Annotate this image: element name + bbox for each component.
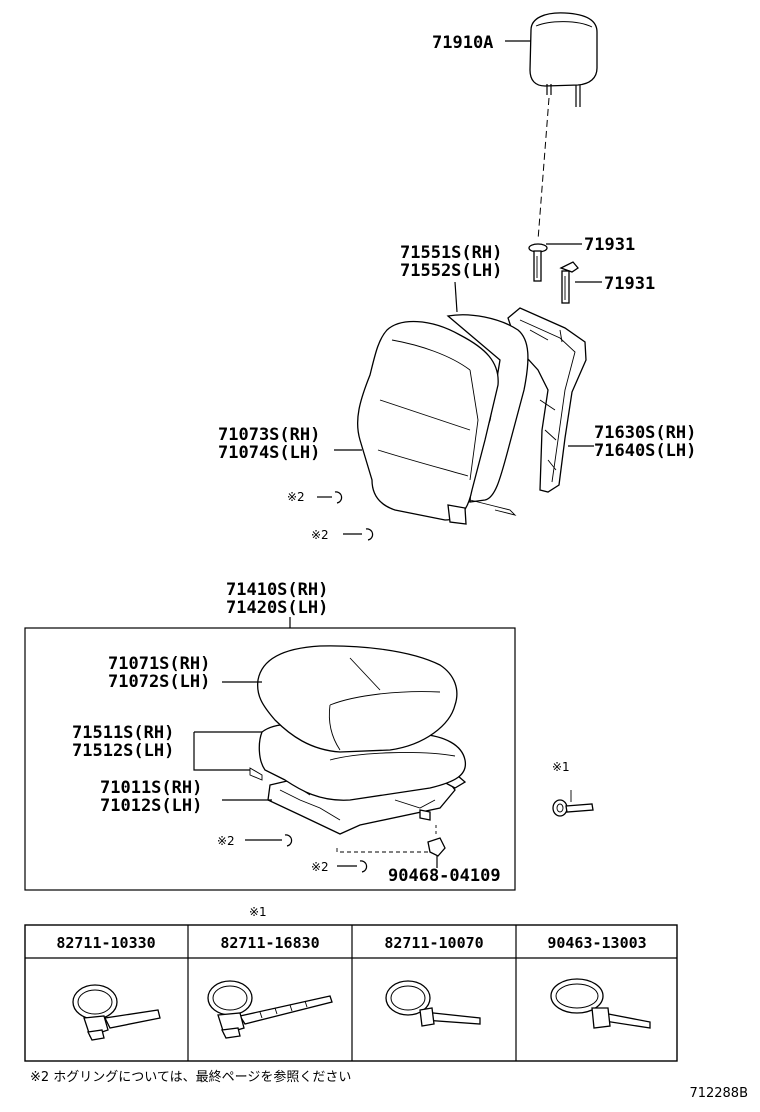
headrest-guide-drawing	[528, 243, 602, 304]
label-back-frame-lh: 71640S(LH)	[594, 441, 696, 461]
tie-90463-13003-drawing	[550, 978, 651, 1029]
figure-id: 712288B	[689, 1086, 748, 1101]
label-cushion-frame-rh: 71011S(RH)	[100, 778, 202, 798]
headrest-drawing	[505, 12, 598, 107]
label-back-ring-2: ※2	[311, 528, 329, 542]
label-back-cover-lh: 71074S(LH)	[218, 443, 320, 463]
ties-header-1: 82711-10330	[56, 934, 155, 952]
tie-82711-10070-drawing	[385, 980, 481, 1027]
label-cushion-assy-lh: 71420S(LH)	[226, 598, 328, 618]
cushion-hog-rings	[245, 834, 368, 873]
label-cushion-cover-lh: 71072S(LH)	[108, 672, 210, 692]
cushion-assembly-box	[24, 627, 516, 891]
label-table-marker: ※1	[249, 905, 267, 919]
label-cushion-ring-1: ※2	[217, 834, 235, 848]
ties-header-4: 90463-13003	[547, 934, 646, 952]
ties-header-3: 82711-10070	[384, 934, 483, 952]
label-cushion-assy-rh: 71410S(RH)	[226, 580, 328, 600]
seat-back-drawing	[357, 307, 587, 525]
ties-header-2: 82711-16830	[220, 934, 319, 952]
tie-drawing	[552, 790, 594, 817]
label-cushion-pad-rh: 71511S(RH)	[72, 723, 174, 743]
ties-table	[24, 924, 678, 1062]
label-cushion-frame-lh: 71012S(LH)	[100, 796, 202, 816]
tie-82711-16830-drawing	[207, 980, 333, 1039]
label-cushion-cover-rh: 71071S(RH)	[108, 654, 210, 674]
headrest-centerline	[537, 97, 550, 241]
label-cushion-pad-lh: 71512S(LH)	[72, 741, 174, 761]
back-hog-rings	[317, 491, 374, 541]
label-support-lh: 71552S(LH)	[400, 261, 502, 281]
label-headrest: 71910A	[432, 33, 493, 53]
seat-cushion-drawing	[249, 645, 467, 835]
label-clip: 90468-04109	[388, 866, 501, 886]
label-back-ring-1: ※2	[287, 490, 305, 504]
clip-drawing	[336, 825, 446, 868]
label-guide-1: 71931	[584, 235, 635, 255]
label-back-cover-rh: 71073S(RH)	[218, 425, 320, 445]
footnote: ※2 ホグリングについては、最終ページを参照ください	[30, 1069, 351, 1085]
label-guide-2: 71931	[604, 274, 655, 294]
label-cushion-ring-2: ※2	[311, 860, 329, 874]
label-support-rh: 71551S(RH)	[400, 243, 502, 263]
label-tie-marker: ※1	[552, 760, 570, 774]
label-back-frame-rh: 71630S(RH)	[594, 423, 696, 443]
tie-82711-10330-drawing	[72, 984, 161, 1041]
